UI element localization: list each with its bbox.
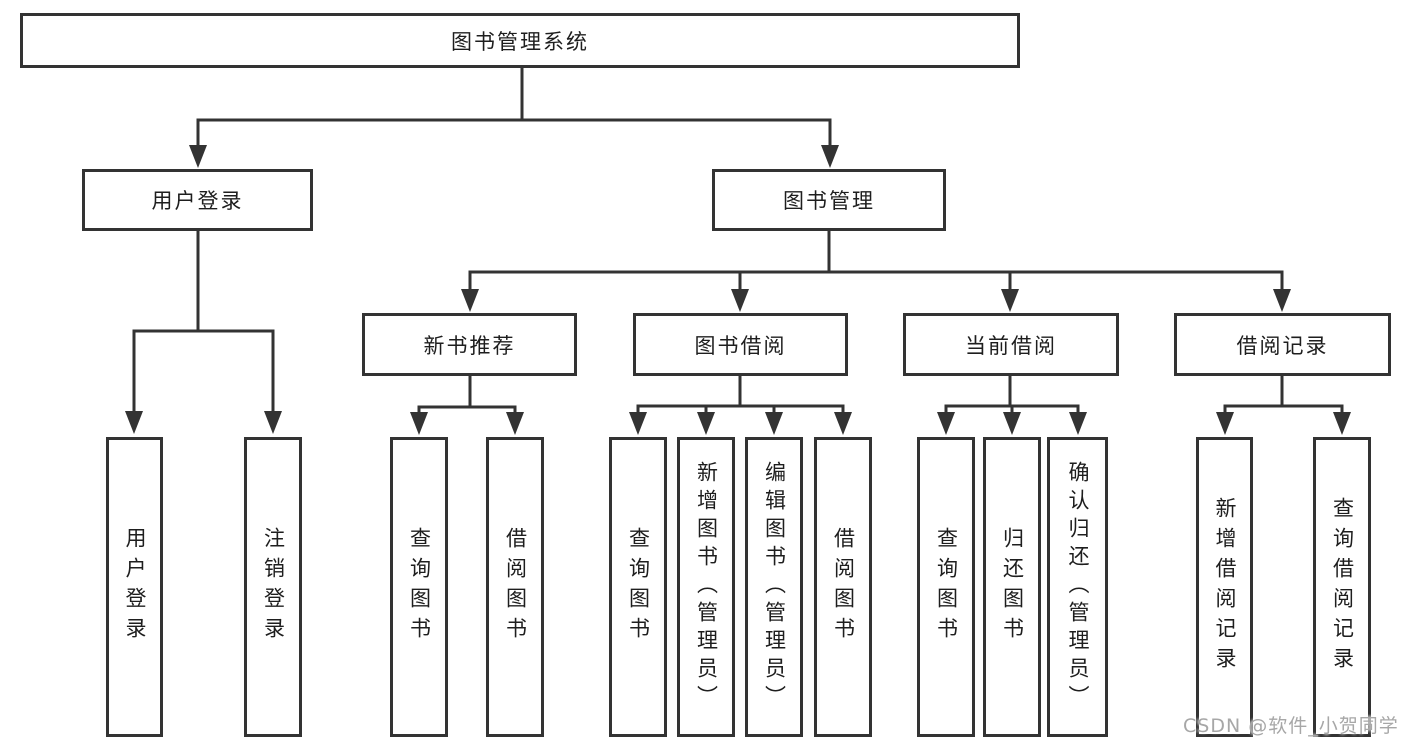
leaf-recommend-query-book: 查询图书 bbox=[390, 437, 448, 737]
leaf-current-query-book: 查询图书 bbox=[917, 437, 975, 737]
leaf-user-login: 用户登录 bbox=[106, 437, 163, 737]
leaf-current-confirm-return-admin: 确认归还（管理员） bbox=[1047, 437, 1108, 737]
leaf-records-add-record: 新增借阅记录 bbox=[1196, 437, 1253, 737]
node-user-login: 用户登录 bbox=[82, 169, 313, 231]
leaf-current-return-book: 归还图书 bbox=[983, 437, 1041, 737]
leaf-records-query-record: 查询借阅记录 bbox=[1313, 437, 1371, 737]
leaf-recommend-borrow-book: 借阅图书 bbox=[486, 437, 544, 737]
node-book-borrow: 图书借阅 bbox=[633, 313, 848, 376]
leaf-logout: 注销登录 bbox=[244, 437, 302, 737]
node-current-borrow: 当前借阅 bbox=[903, 313, 1119, 376]
leaf-borrow-add-book-admin: 新增图书（管理员） bbox=[677, 437, 735, 737]
leaf-borrow-borrow-book: 借阅图书 bbox=[814, 437, 872, 737]
watermark: CSDN @软件_小贺同学 bbox=[1183, 715, 1399, 737]
leaf-borrow-edit-book-admin: 编辑图书（管理员） bbox=[745, 437, 803, 737]
arrowhead-icons bbox=[125, 145, 1351, 435]
node-book-management: 图书管理 bbox=[712, 169, 946, 231]
leaf-borrow-query-book: 查询图书 bbox=[609, 437, 667, 737]
node-borrow-records: 借阅记录 bbox=[1174, 313, 1391, 376]
node-root: 图书管理系统 bbox=[20, 13, 1020, 68]
node-new-book-recommend: 新书推荐 bbox=[362, 313, 577, 376]
